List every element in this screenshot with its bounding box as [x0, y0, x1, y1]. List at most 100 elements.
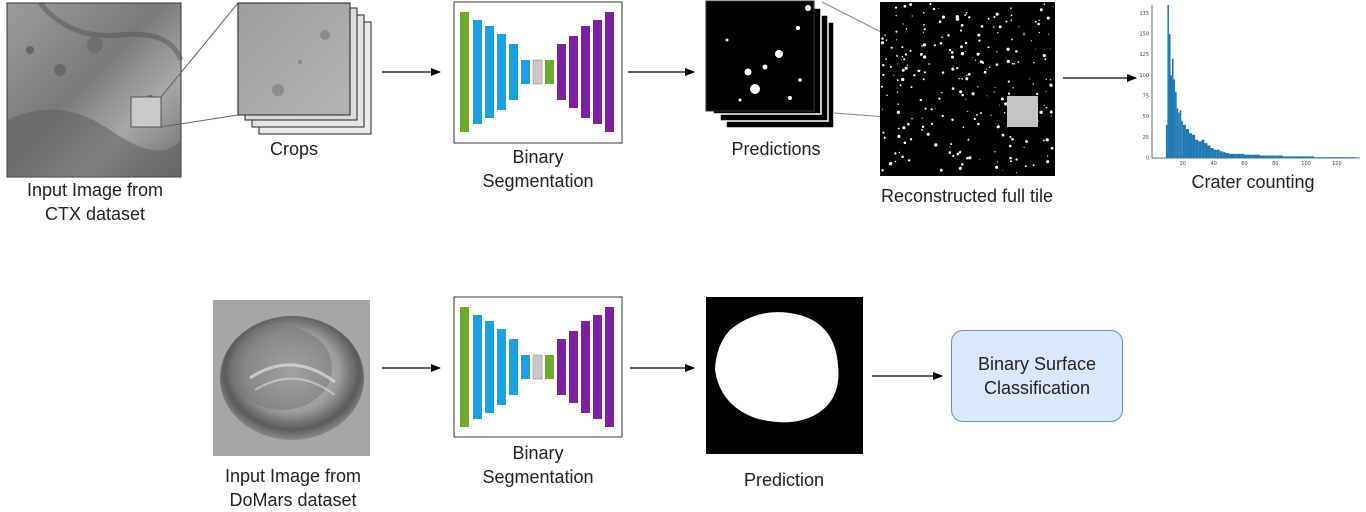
recon-speckle — [978, 53, 981, 55]
recon-speckle — [976, 52, 980, 56]
histogram-bar — [1168, 33, 1171, 159]
recon-speckle — [882, 73, 885, 76]
recon-speckle — [900, 59, 902, 61]
recon-speckle — [1046, 155, 1049, 157]
recon-speckle — [994, 151, 996, 153]
recon-speckle — [895, 14, 897, 17]
recon-speckle — [888, 162, 893, 166]
recon-speckle — [950, 50, 954, 54]
recon-speckle — [1002, 169, 1004, 171]
recon-speckle — [882, 64, 885, 67]
histogram-bar — [1175, 91, 1177, 158]
recon-speckle — [882, 108, 884, 110]
domars-input-label-line1: Input Image from — [224, 466, 362, 486]
histogram-bar — [1344, 157, 1353, 158]
recon-speckle — [1045, 78, 1047, 80]
recon-speckle — [899, 84, 902, 87]
histogram-bar — [1188, 133, 1193, 158]
recon-speckle — [933, 44, 936, 47]
recon-speckle — [896, 39, 898, 41]
recon-speckle — [1049, 79, 1052, 81]
histogram-bar — [1275, 155, 1283, 158]
histogram-bar — [1210, 148, 1214, 158]
recon-speckle — [993, 91, 995, 93]
bottom-segmentation-label: Binary Segmentation — [458, 441, 618, 489]
reconstructed-tile — [880, 2, 1055, 176]
recon-speckle — [968, 156, 972, 160]
histogram-bar — [1204, 143, 1208, 158]
unet-bottom — [453, 296, 623, 438]
histogram-bar — [1252, 154, 1260, 158]
histogram-bar — [1165, 124, 1168, 158]
recon-speckle — [1038, 19, 1040, 22]
histogram-bar — [1195, 139, 1199, 158]
recon-speckle — [1008, 92, 1011, 95]
recon-speckle — [921, 125, 925, 129]
ctx-input-label-line2: CTX dataset — [44, 204, 146, 224]
histogram-bar — [1244, 154, 1253, 158]
recon-speckle — [919, 69, 921, 71]
recon-speckle — [995, 63, 999, 67]
recon-speckle — [1023, 32, 1025, 34]
recon-speckle — [941, 114, 944, 118]
recon-speckle — [939, 42, 943, 45]
histogram-bar — [1321, 157, 1330, 158]
recon-speckle — [920, 54, 922, 57]
histogram-x-tick: 100 — [1301, 161, 1311, 167]
recon-speckle — [1042, 54, 1046, 58]
histogram-bar — [1170, 75, 1173, 158]
domars-input-label-line2: DoMars dataset — [229, 490, 357, 510]
recon-speckle — [884, 138, 886, 140]
recon-speckle — [1030, 40, 1033, 42]
predictions-stack — [705, 0, 835, 129]
recon-speckle — [1032, 164, 1035, 167]
recon-speckle — [971, 92, 975, 96]
recon-speckle — [896, 110, 901, 114]
recon-speckle — [1006, 47, 1010, 51]
recon-zoom-square — [1007, 96, 1038, 127]
histogram-bar — [1181, 120, 1183, 158]
histogram-bar — [1178, 112, 1180, 158]
recon-speckle — [1025, 139, 1028, 143]
histogram-bar — [1329, 157, 1337, 158]
histogram-bar — [1336, 157, 1345, 158]
recon-speckle — [1005, 20, 1008, 23]
recon-speckle — [895, 30, 898, 33]
histogram-bar — [1179, 110, 1182, 158]
recon-speckle — [964, 51, 966, 52]
recon-speckle — [1043, 104, 1045, 106]
recon-speckle — [901, 155, 904, 159]
recon-speckle — [998, 123, 1000, 125]
recon-speckle — [995, 12, 999, 16]
recon-speckle — [898, 127, 900, 130]
recon-speckle — [958, 77, 960, 80]
recon-speckle — [1011, 62, 1014, 65]
recon-speckle — [1033, 61, 1035, 64]
ctx-input-label-line1: Input Image from — [26, 180, 164, 200]
recon-speckle — [1009, 160, 1012, 163]
recon-speckle — [922, 31, 925, 33]
recon-speckle — [911, 15, 913, 17]
domars-input-label: Input Image from DoMars dataset — [198, 464, 388, 512]
histogram-y-tick: 125 — [1139, 52, 1149, 58]
recon-speckle — [997, 32, 999, 34]
prediction-label: Prediction — [743, 470, 825, 490]
classification-line1: Binary Surface — [977, 354, 1097, 374]
recon-speckle — [907, 159, 911, 162]
recon-speckle — [962, 126, 965, 129]
predictions-label: Predictions — [731, 139, 821, 159]
recon-speckle — [1016, 171, 1018, 174]
recon-speckle — [947, 34, 950, 37]
recon-speckle — [889, 65, 892, 68]
recon-speckle — [898, 151, 900, 154]
recon-speckle — [951, 118, 954, 122]
recon-speckle — [881, 169, 884, 172]
recon-speckle — [955, 15, 959, 19]
recon-speckle — [904, 53, 908, 56]
recon-speckle — [882, 131, 885, 134]
recon-speckle — [886, 94, 888, 97]
recon-speckle — [922, 11, 925, 14]
recon-speckle — [950, 143, 952, 145]
recon-speckle — [901, 55, 904, 58]
